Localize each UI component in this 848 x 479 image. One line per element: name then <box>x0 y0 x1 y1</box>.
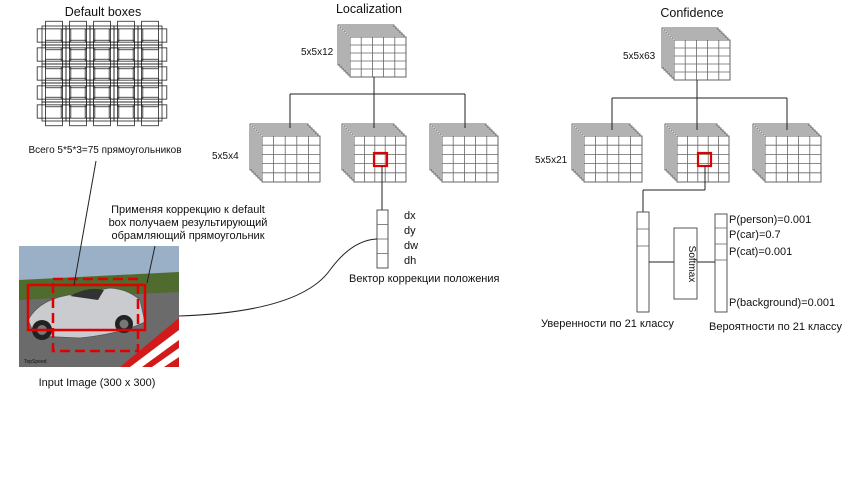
default-boxes-title: Default boxes <box>65 5 141 19</box>
loc-bottom-shape-label: 5x5x4 <box>212 151 239 162</box>
offset-label-dx: dx <box>404 210 416 222</box>
note-to-image-connector <box>146 245 156 284</box>
loc-top-shape-label: 5x5x12 <box>301 47 334 58</box>
confidence-tree-connectors <box>611 80 788 130</box>
probability-vector-caption: Вероятности по 21 классу <box>709 321 843 333</box>
conf-bottom-shape-label: 5x5x21 <box>535 155 568 166</box>
conf-top-shape-label: 5x5x63 <box>623 51 656 62</box>
confidence-vector <box>636 211 650 313</box>
offset-vector <box>376 209 389 269</box>
localization-stack-right <box>429 123 499 183</box>
prob-label-background: P(background)=0.001 <box>729 297 835 309</box>
offset-label-dy: dy <box>404 225 416 237</box>
confidence-title: Confidence <box>660 6 723 20</box>
confidence-stack-right <box>752 123 822 183</box>
localization-tree-connectors <box>289 77 466 128</box>
prob-label-car: P(car)=0.7 <box>729 229 781 241</box>
prob-label-person: P(person)=0.001 <box>729 214 811 226</box>
default-boxes-grid <box>36 20 168 127</box>
localization-stack-middle <box>341 123 407 183</box>
confidence-top-stack <box>661 27 731 81</box>
correction-note-line-1: Применяя коррекцию к default <box>111 204 265 216</box>
input-image: TopSpeed <box>19 246 179 367</box>
prob-label-cat: P(cat)=0.001 <box>729 246 792 258</box>
softmax-label: Softmax <box>686 246 697 283</box>
correction-note-line-2: box получаем результирующий <box>109 217 268 229</box>
confidence-stack-middle <box>664 123 730 183</box>
softmax-block: Softmax <box>673 227 698 300</box>
grid-to-image-connector <box>73 160 97 286</box>
localization-top-stack <box>337 24 407 78</box>
default-boxes-caption: Всего 5*5*3=75 прямоугольников <box>28 145 181 156</box>
confidence-vector-caption: Уверенности по 21 классу <box>541 318 674 330</box>
offset-label-dw: dw <box>404 240 418 252</box>
offset-vector-caption: Вектор коррекции положения <box>349 273 500 285</box>
localization-stack-left <box>249 123 321 183</box>
image-to-offset-connector <box>178 238 378 317</box>
localization-title: Localization <box>336 2 402 16</box>
photo-watermark: TopSpeed <box>24 359 47 365</box>
input-image-caption: Input Image (300 x 300) <box>39 377 156 389</box>
refined-box-red-dashed <box>51 277 140 353</box>
correction-note-line-3: обрамляющий прямоугольник <box>111 230 264 242</box>
offset-label-dh: dh <box>404 255 416 267</box>
default-box-red <box>26 283 147 332</box>
loc-selected-cell-highlight <box>372 151 389 168</box>
confidence-stack-left <box>571 123 643 183</box>
probability-vector <box>714 213 728 313</box>
